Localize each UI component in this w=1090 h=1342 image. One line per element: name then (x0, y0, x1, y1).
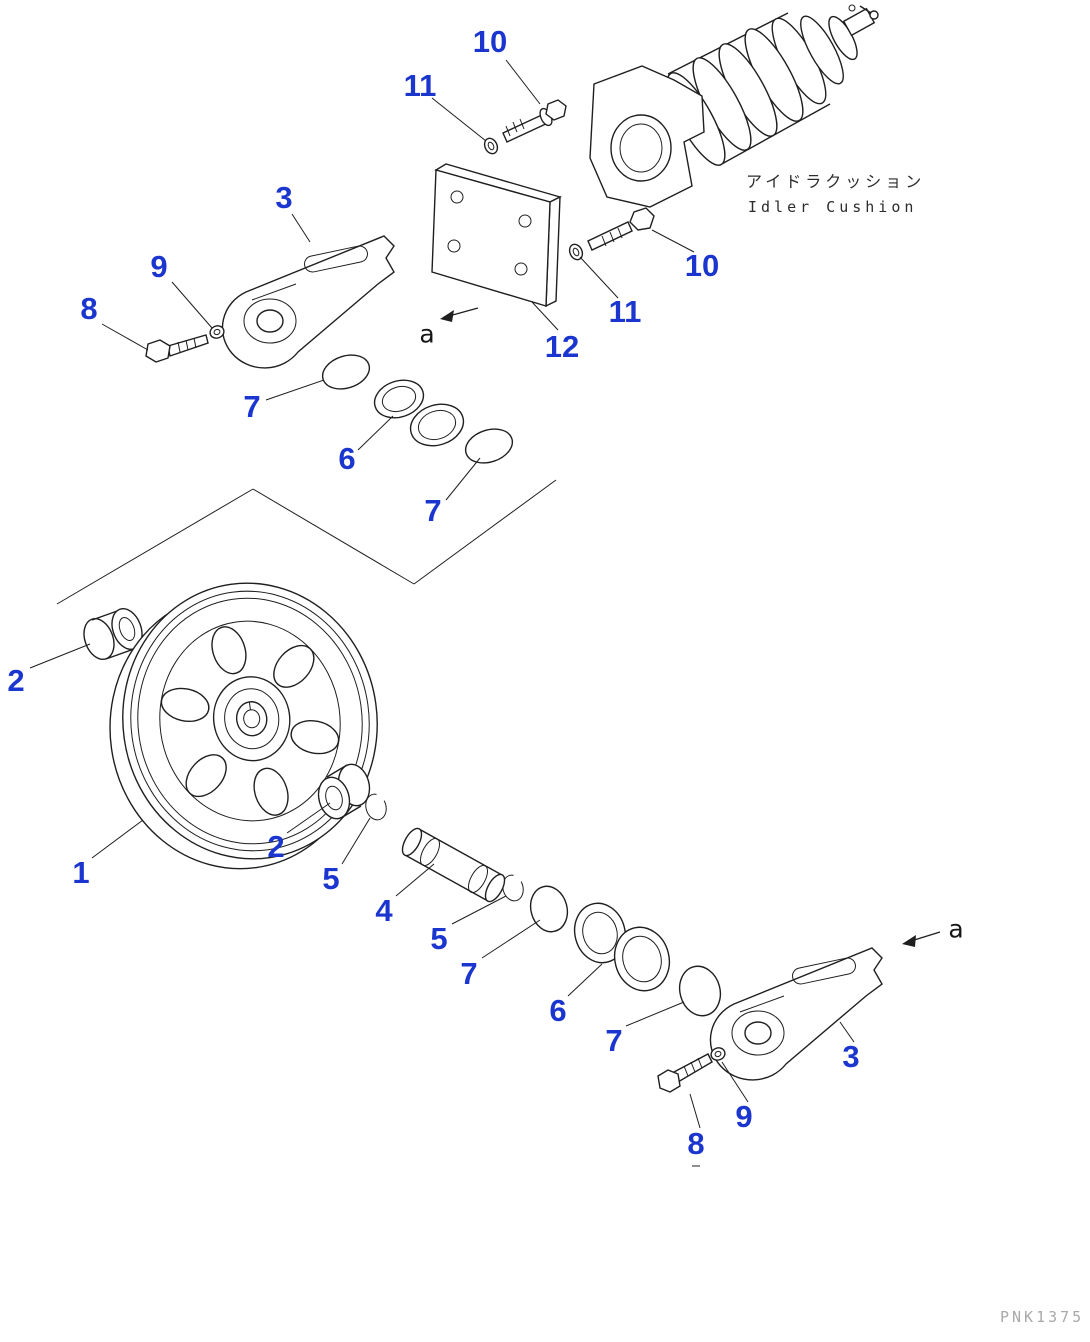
part-callout: 9 (150, 249, 168, 284)
view-arrow-a-top (440, 307, 479, 322)
part-callout: 2 (267, 829, 285, 864)
part-callout: 5 (430, 921, 448, 956)
part-callout: 7 (243, 389, 261, 424)
bushing-2-left (83, 607, 143, 661)
part-callout: 10 (472, 24, 508, 59)
part-callout: 7 (460, 956, 478, 991)
part-callout: 4 (375, 893, 393, 928)
bracket-3-lower (709, 947, 883, 1081)
bolt-10-top (502, 99, 567, 143)
washer-11-top (483, 137, 499, 155)
idler-wheel-1 (109, 582, 378, 870)
shim-7-c (529, 885, 569, 933)
snap-ring-5-b (502, 874, 524, 902)
view-arrow-a-bottom (902, 931, 941, 947)
snap-ring-5-a (365, 793, 387, 821)
shim-7-b (464, 428, 514, 464)
part-callout: 3 (842, 1039, 860, 1074)
shaft-4 (401, 827, 506, 903)
assembly-title-japanese: アイドラクッション (746, 172, 926, 191)
view-label-a-top: a (419, 319, 435, 349)
plate-12 (431, 163, 562, 308)
part-callout: 9 (735, 1099, 753, 1134)
shim-7-a (321, 354, 371, 390)
part-callout: 8 (687, 1126, 705, 1161)
part-callout: 11 (403, 68, 437, 103)
washer-9-lower (710, 1047, 726, 1061)
drawing-number-watermark: PNK1375 (1000, 1308, 1085, 1326)
bearing-6-lower (573, 902, 671, 992)
part-callout: 6 (549, 993, 567, 1028)
idler-cushion-assembly (589, 4, 879, 208)
part-callout: 7 (605, 1023, 623, 1058)
part-callout: 5 (322, 861, 340, 896)
part-callout: 11 (608, 294, 642, 329)
bolt-8-lower (657, 1053, 713, 1093)
assembly-title-english: Idler Cushion (748, 198, 918, 216)
part-callout: 7 (424, 493, 442, 528)
bearing-6-upper (373, 379, 465, 447)
shim-7-d (678, 965, 722, 1017)
part-callout: 12 (544, 329, 580, 364)
part-callout: 2 (7, 663, 25, 698)
part-callout: 3 (275, 180, 293, 215)
bracket-3-upper (221, 235, 395, 369)
washer-9-upper (209, 325, 225, 339)
bolt-8-upper (145, 334, 209, 363)
part-callout: 10 (684, 248, 720, 283)
washer-11-right (568, 243, 584, 261)
part-callout: 1 (72, 855, 90, 890)
view-label-a-bottom: a (948, 914, 964, 944)
alignment-lines (56, 479, 557, 605)
part-callout: 8 (80, 291, 98, 326)
part-callout: 6 (338, 441, 356, 476)
bolt-10-right (587, 207, 655, 251)
bushing-2-right (317, 763, 371, 820)
leader-lines (29, 59, 855, 1167)
